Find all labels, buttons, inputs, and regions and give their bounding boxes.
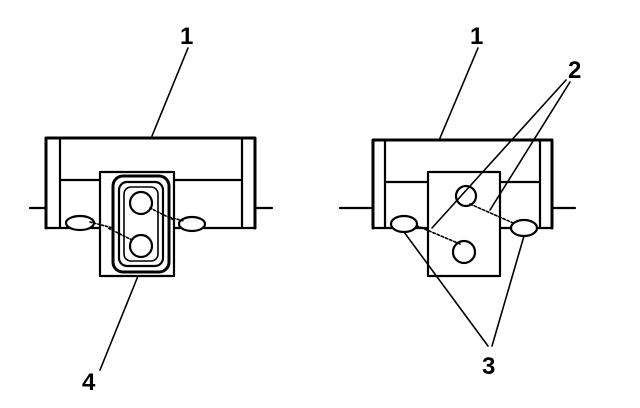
left-callout-1: 1 — [180, 23, 193, 50]
right-callout-1: 1 — [470, 23, 483, 50]
right-callout-3: 3 — [482, 353, 495, 380]
left-view: 1 4 — [28, 23, 274, 396]
right-view: 1 2 3 — [338, 23, 581, 380]
right-leader-1 — [439, 47, 479, 139]
right-leader-3a — [403, 231, 489, 347]
right-callout-2: 2 — [568, 57, 581, 84]
right-springs — [389, 203, 539, 245]
left-gasket-cover — [107, 174, 175, 274]
left-callout-4: 4 — [82, 369, 96, 396]
left-leader-4 — [99, 275, 139, 371]
right-keyhole-holes — [451, 184, 478, 265]
right-leader-3b — [491, 235, 525, 347]
right-leader-2b — [489, 81, 571, 211]
left-leader-1 — [151, 47, 189, 137]
right-leader-2a — [431, 79, 567, 229]
